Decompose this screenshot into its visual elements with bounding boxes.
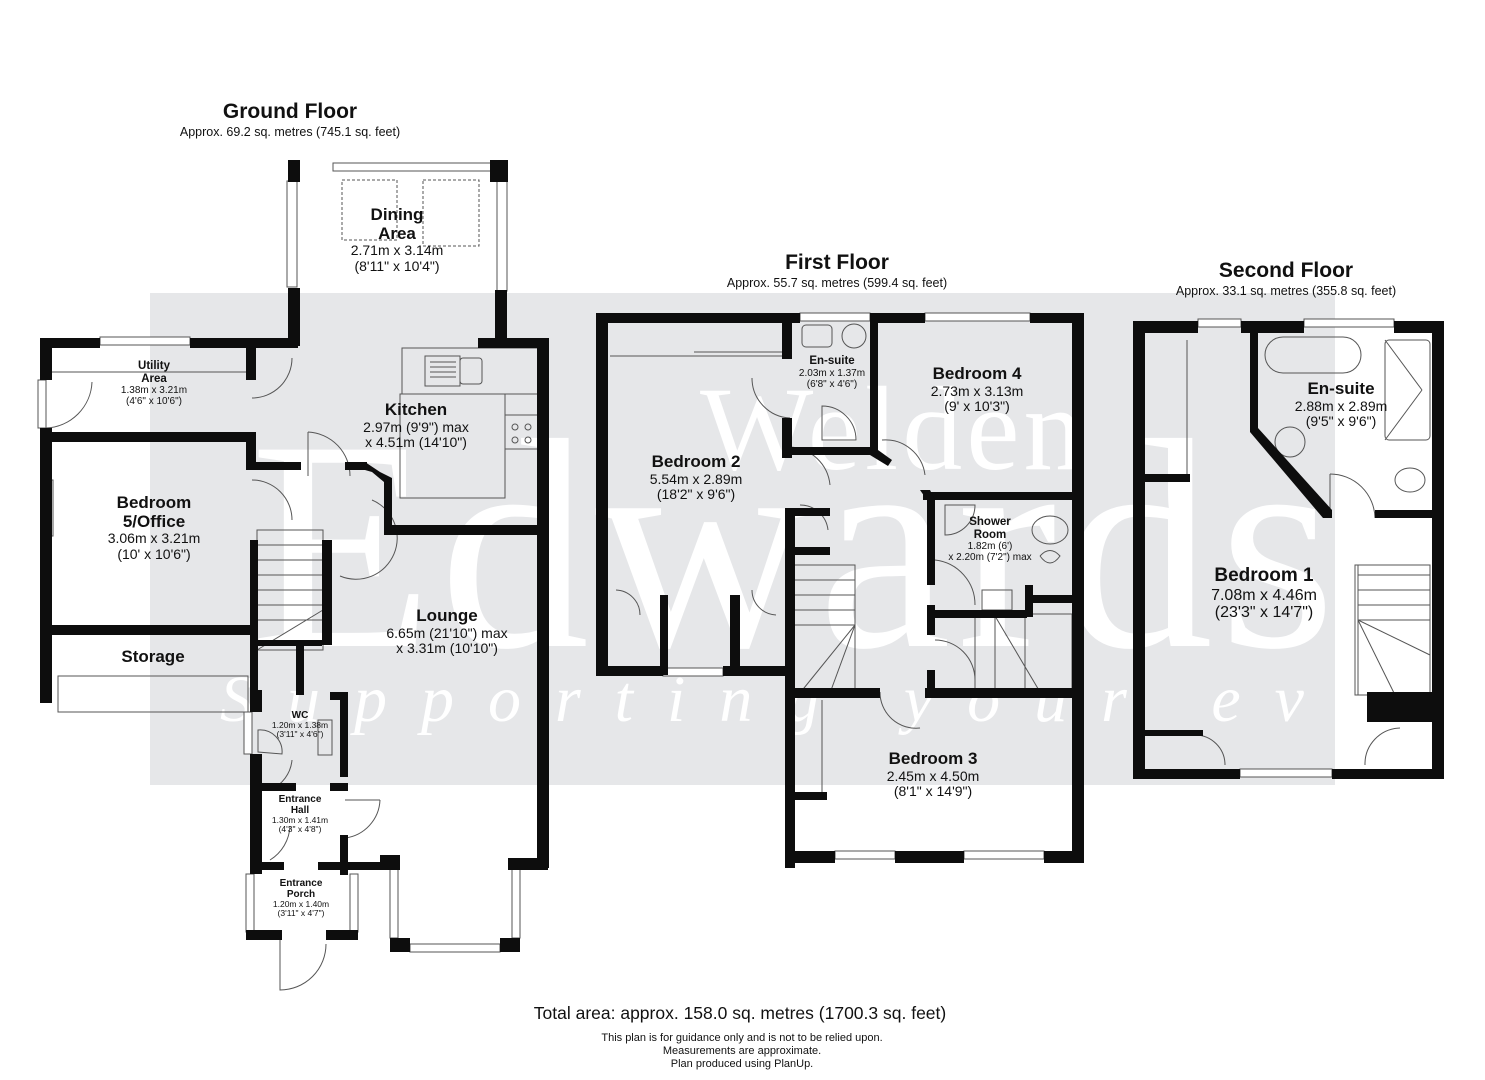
room-bedroom-4: Bedroom 4 2.73m x 3.13m (9' x 10'3") xyxy=(930,364,1024,415)
room-name: Bedroom 3 xyxy=(888,749,978,768)
room-name: Bedroom 2 xyxy=(651,452,741,471)
ground-floor-title: Ground Floor xyxy=(222,100,358,123)
room-lounge: Lounge 6.65m (21'10") max x 3.31m (10'10… xyxy=(386,606,508,657)
disclaimer-line: Measurements are approximate. xyxy=(662,1045,822,1058)
room-metric: 2.71m x 3.14m xyxy=(350,242,444,259)
room-name: Dining xyxy=(370,205,424,224)
room-name: Entrance xyxy=(278,794,322,805)
room-metric: 2.03m x 1.37m xyxy=(798,367,866,379)
room-metric: 7.08m x 4.46m xyxy=(1211,586,1317,604)
room-imperial: (4'3" x 4'8") xyxy=(278,824,322,835)
disclaimer: This plan is for guidance only and is no… xyxy=(601,1032,882,1072)
room-bedroom-2: Bedroom 2 5.54m x 2.89m (18'2" x 9'6") xyxy=(649,452,743,503)
room-name: Lounge xyxy=(416,606,478,625)
room-entrance-porch: Entrance Porch 1.20m x 1.40m (3'11" x 4'… xyxy=(273,878,329,919)
room-storage: Storage xyxy=(121,647,185,667)
room-metric: 2.45m x 4.50m xyxy=(886,767,980,784)
room-utility-area: Utility Area 1.38m x 3.21m (4'6" x 10'6"… xyxy=(121,360,187,407)
room-imperial: (8'1" x 14'9") xyxy=(893,783,973,800)
room-imperial: (8'11" x 10'4") xyxy=(354,257,440,274)
second-floor-area: Approx. 33.1 sq. metres (355.8 sq. feet) xyxy=(1175,284,1397,298)
room-imperial: (3'11" x 4'7") xyxy=(277,908,325,919)
first-floor-area: Approx. 55.7 sq. metres (599.4 sq. feet) xyxy=(726,276,948,290)
second-floor-title: Second Floor xyxy=(1218,259,1354,282)
room-imperial: (9' x 10'3") xyxy=(944,398,1010,415)
room-name: Porch xyxy=(286,889,316,900)
room-metric: 1.38m x 3.21m xyxy=(120,385,188,397)
room-first-floor-en-suite: En-suite 2.03m x 1.37m (6'8" x 4'6") xyxy=(799,355,865,390)
room-imperial: (23'3" x 14'7") xyxy=(1214,604,1314,622)
room-imperial: x 4.51m (14'10") xyxy=(365,434,467,451)
ground-floor-area: Approx. 69.2 sq. metres (745.1 sq. feet) xyxy=(179,125,401,139)
room-metric: 6.65m (21'10") max xyxy=(386,624,508,641)
room-metric: 3.06m x 3.21m xyxy=(107,530,201,547)
room-name: Bedroom xyxy=(116,493,192,512)
room-imperial: x 2.20m (7'2") max xyxy=(948,552,1032,564)
room-kitchen: Kitchen 2.97m (9'9") max x 4.51m (14'10"… xyxy=(363,400,469,451)
room-metric: 1.20m x 1.40m xyxy=(272,899,330,909)
room-metric: 1.30m x 1.41m xyxy=(271,815,329,825)
room-imperial: (18'2" x 9'6") xyxy=(656,486,736,503)
room-bedroom-3: Bedroom 3 2.45m x 4.50m (8'1" x 14'9") xyxy=(886,749,980,800)
room-imperial: (6'8" x 4'6") xyxy=(806,378,858,390)
room-entrance-hall: Entrance Hall 1.30m x 1.41m (4'3" x 4'8"… xyxy=(272,794,328,835)
room-name: 5/Office xyxy=(122,511,186,531)
room-wc: WC 1.20m x 1.38m (3'11" x 4'6") xyxy=(272,710,328,740)
room-metric: 5.54m x 2.89m xyxy=(649,470,743,487)
room-name: Bedroom 1 xyxy=(1214,565,1314,586)
room-name: Area xyxy=(378,223,416,243)
room-shower-room: Shower Room 1.82m (6') x 2.20m (7'2") ma… xyxy=(948,516,1031,563)
room-name: WC xyxy=(291,710,309,721)
room-imperial: (10' x 10'6") xyxy=(117,545,191,562)
room-name: Entrance xyxy=(279,878,323,889)
room-metric: 2.73m x 3.13m xyxy=(930,382,1024,399)
disclaimer-line: This plan is for guidance only and is no… xyxy=(601,1032,883,1044)
room-name: Room xyxy=(973,528,1007,541)
total-area: Total area: approx. 158.0 sq. metres (17… xyxy=(533,1003,947,1023)
disclaimer-line: Plan produced using PlanUp. xyxy=(670,1058,814,1071)
room-imperial: x 3.31m (10'10") xyxy=(396,640,498,657)
room-name: Shower xyxy=(969,516,1011,528)
room-name: Storage xyxy=(121,647,185,666)
room-bedroom-5-office: Bedroom 5/Office 3.06m x 3.21m (10' x 10… xyxy=(107,493,201,562)
room-name: Kitchen xyxy=(384,400,448,419)
room-metric: 1.20m x 1.38m xyxy=(271,720,329,730)
room-imperial: (3'11" x 4'6") xyxy=(276,729,324,740)
room-name: Hall xyxy=(290,805,310,816)
ground-floor-plan xyxy=(37,162,543,991)
room-metric: 2.97m (9'9") max xyxy=(363,418,469,435)
room-imperial: (9'5" x 9'6") xyxy=(1305,413,1377,430)
room-metric: 2.88m x 2.89m xyxy=(1294,397,1388,414)
room-name: Area xyxy=(141,372,167,385)
first-floor-title: First Floor xyxy=(785,251,889,274)
room-name: En-suite xyxy=(1307,379,1375,398)
room-second-floor-en-suite: En-suite 2.88m x 2.89m (9'5" x 9'6") xyxy=(1294,379,1388,430)
room-name: Utility xyxy=(138,360,170,372)
room-name: Bedroom 4 xyxy=(932,364,1022,383)
room-name: En-suite xyxy=(809,355,855,367)
room-bedroom-1: Bedroom 1 7.08m x 4.46m (23'3" x 14'7") xyxy=(1211,565,1317,622)
room-dining-area: Dining Area 2.71m x 3.14m (8'11" x 10'4"… xyxy=(350,205,444,274)
room-metric: 1.82m (6') xyxy=(967,541,1013,553)
room-imperial: (4'6" x 10'6") xyxy=(126,396,182,408)
